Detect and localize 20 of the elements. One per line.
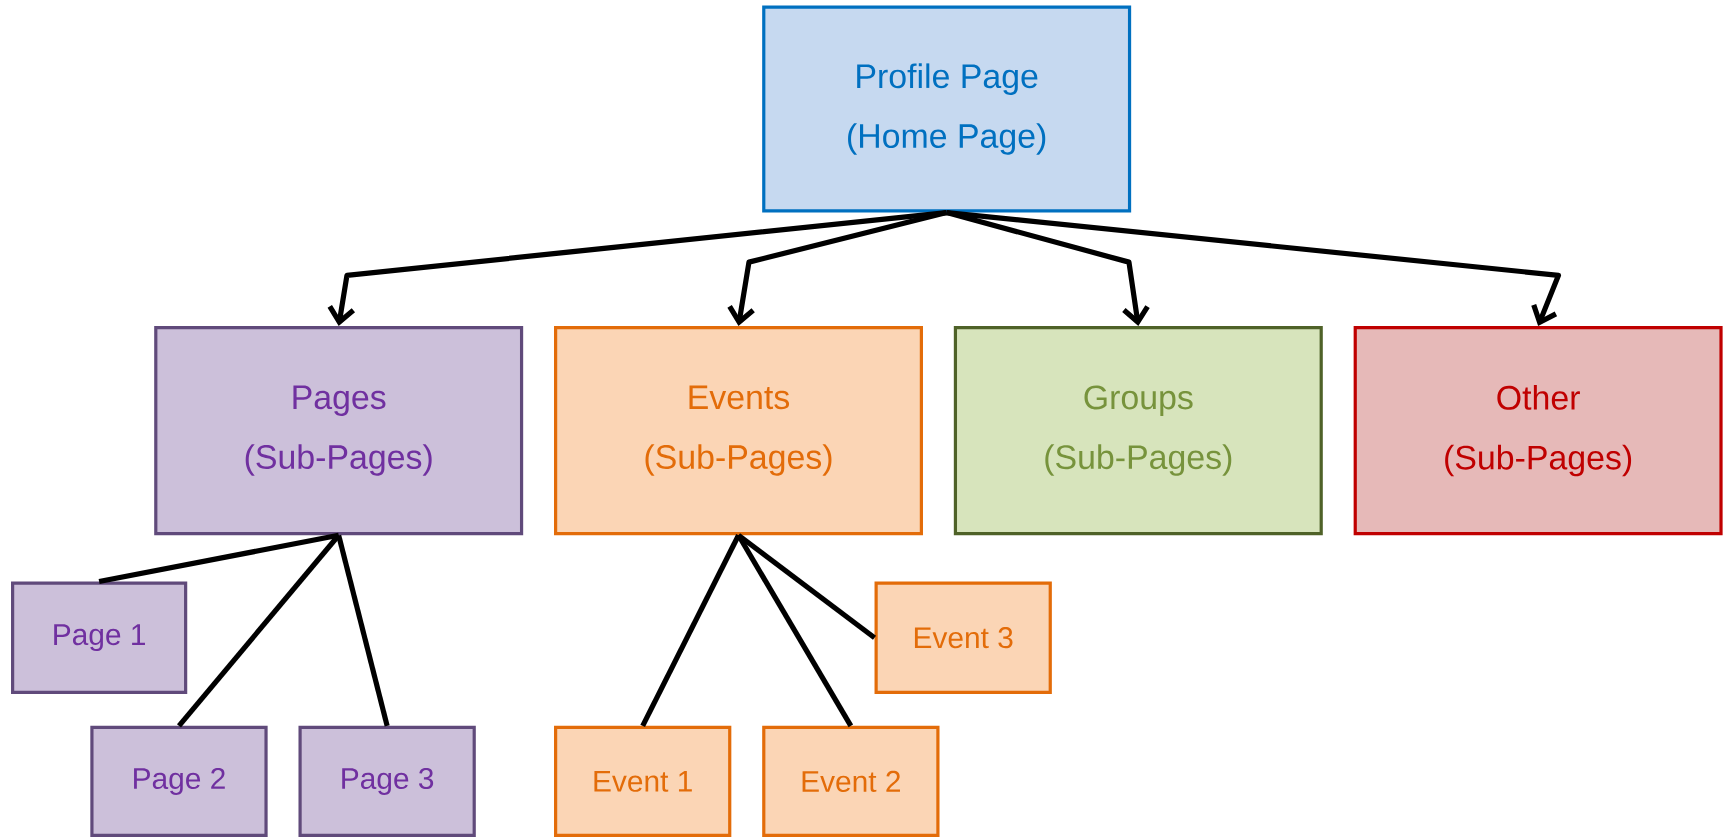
connector-line	[736, 533, 877, 640]
arrow	[727, 209, 948, 326]
page-box: Page 1	[11, 581, 188, 694]
connector-line	[336, 534, 390, 727]
page-box: Other (Sub-Pages)	[1353, 325, 1723, 536]
arrow	[946, 209, 1562, 326]
page-box: Pages (Sub-Pages)	[154, 325, 524, 536]
connector-line	[177, 533, 341, 728]
page-box: Groups (Sub-Pages)	[953, 325, 1323, 536]
connector-line	[736, 533, 854, 727]
connector-line	[98, 532, 340, 584]
page-box: Page 3	[298, 725, 476, 837]
page-box: Events (Sub-Pages)	[554, 325, 923, 536]
page-box: Profile Page (Home Page)	[762, 5, 1132, 213]
page-box: Event 3	[874, 581, 1052, 694]
page-box: Page 2	[90, 725, 268, 837]
page-box: Event 1	[554, 725, 732, 837]
page-box: Event 2	[762, 725, 940, 837]
arrow	[327, 209, 947, 326]
connector-line	[640, 533, 741, 727]
